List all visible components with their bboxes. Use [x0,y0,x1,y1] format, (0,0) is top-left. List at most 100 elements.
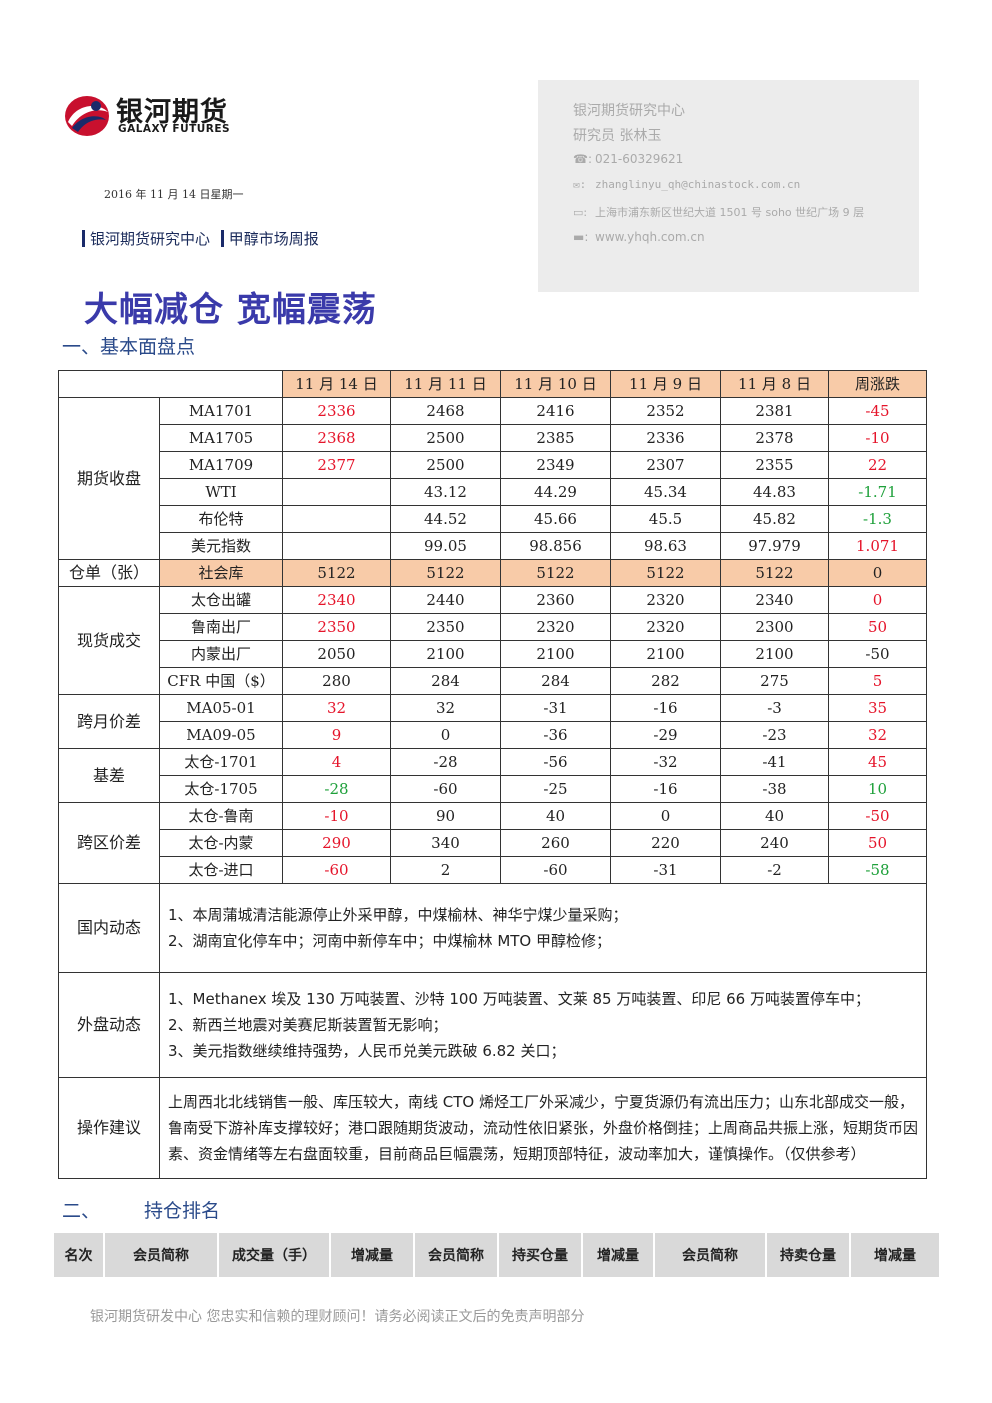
rank-column-header: 会员简称 [653,1233,766,1277]
value-cell: -3 [720,694,829,722]
section-2-label: 持仓排名 [144,1200,221,1222]
text-line: 上周西北北线销售一般、库压较大，南线 CTO 烯烃工厂外采减少，宁夏货源仍有流出… [168,1093,919,1163]
value-cell: 44.83 [720,478,829,506]
value-cell: 2355 [720,451,829,479]
value-cell [282,532,391,560]
value-cell: -31 [500,694,611,722]
breadcrumb-bar [220,230,224,247]
contact-phone-line: ☎:021-60329621 [573,152,683,166]
value-cell: -60 [500,856,611,884]
value-cell: 98.63 [610,532,721,560]
row-label: MA09-05 [159,721,283,749]
logo-cn-text: 银河期货 [116,97,228,128]
value-cell: 45.34 [610,478,721,506]
row-label: 太仓-内蒙 [159,829,283,857]
value-cell: 44.29 [500,478,611,506]
value-cell: 2381 [720,397,829,425]
row-label: MA05-01 [159,694,283,722]
section-1-title: 一、基本面盘点 [62,336,196,358]
value-cell: 220 [610,829,721,857]
contact-address: 上海市浦东新区世纪大道 1501 号 soho 世纪广场 9 层 [595,206,865,219]
value-cell: 32 [828,721,927,749]
rank-column-header: 增减量 [329,1233,414,1277]
value-cell: 2440 [390,586,501,614]
column-header: 11 月 8 日 [720,370,829,398]
value-cell: 2350 [282,613,391,641]
value-cell: 4 [282,748,391,776]
value-cell: 2050 [282,640,391,668]
value-cell [282,478,391,506]
contact-email-line: ✉:zhanglinyu_qh@chinastock.com.cn [573,178,800,191]
rank-column-header: 增减量 [581,1233,654,1277]
row-label: 太仓-进口 [159,856,283,884]
row-group-label: 仓单（张） [58,559,160,587]
value-cell: -38 [720,775,829,803]
report-title: 大幅减仓 宽幅震荡 [84,290,377,330]
rank-column-header: 持卖仓量 [765,1233,850,1277]
value-cell: 32 [282,694,391,722]
value-cell: 2 [390,856,501,884]
contact-box: 银河期货研究中心 研究员 张林玉 ☎:021-60329621 ✉:zhangl… [538,80,919,292]
text-row-label: 国内动态 [58,883,160,973]
value-cell: 10 [828,775,927,803]
section-2-title: 二、 持仓排名 [62,1196,220,1223]
value-cell: 2349 [500,451,611,479]
position-ranking-header: 名次会员简称成交量（手）增减量会员简称持买仓量增减量会员简称持卖仓量增减量 [54,1233,939,1277]
row-label: MA1705 [159,424,283,452]
value-cell: 5122 [390,559,501,587]
row-label: CFR 中国（$） [159,667,283,695]
value-cell: 50 [828,613,927,641]
value-cell: 2320 [610,586,721,614]
value-cell: -50 [828,802,927,830]
breadcrumb: 银河期货研究中心 甲醇市场周报 [82,228,319,249]
value-cell: 2320 [500,613,611,641]
row-label: 太仓出罐 [159,586,283,614]
row-label: MA1709 [159,451,283,479]
section-2-number: 二、 [62,1200,101,1222]
value-cell: 2468 [390,397,501,425]
column-header: 11 月 10 日 [500,370,611,398]
value-cell: 2300 [720,613,829,641]
value-cell: 97.979 [720,532,829,560]
table-corner [58,370,283,398]
report-date: 2016 年 11 月 14 日星期一 [104,188,244,201]
value-cell: 340 [390,829,501,857]
text-line: 1、本周蒲城清洁能源停止外采甲醇，中煤榆林、神华宁煤少量采购； [168,906,628,924]
value-cell: 2377 [282,451,391,479]
row-group-label: 跨月价差 [58,694,160,749]
breadcrumb-item-org: 银河期货研究中心 [90,230,211,248]
rank-column-header: 名次 [64,1248,93,1264]
value-cell: 290 [282,829,391,857]
text-row-content: 1、本周蒲城清洁能源停止外采甲醇，中煤榆林、神华宁煤少量采购；2、湖南宜化停车中… [159,883,927,973]
row-group-label: 期货收盘 [58,397,160,560]
value-cell: 45 [828,748,927,776]
column-header: 11 月 14 日 [282,370,391,398]
value-cell: -10 [282,802,391,830]
text-line: 3、美元指数继续维持强势，人民币兑美元跌破 6.82 关口； [168,1042,566,1060]
logo-en-text: GALAXY FUTURES [118,123,231,135]
column-header: 周涨跌 [828,370,927,398]
value-cell: 2500 [390,424,501,452]
value-cell: 0 [828,586,927,614]
row-label: 社会库 [159,559,283,587]
value-cell: 0 [390,721,501,749]
rank-column-header: 会员简称 [413,1233,498,1277]
value-cell: 45.82 [720,505,829,533]
value-cell: -29 [610,721,721,749]
contact-website: www.yhqh.com.cn [595,230,705,244]
value-cell: 2100 [720,640,829,668]
value-cell: 282 [610,667,721,695]
contact-org: 银河期货研究中心 [573,103,685,119]
row-label: 太仓-1701 [159,748,283,776]
row-label: 太仓-1705 [159,775,283,803]
